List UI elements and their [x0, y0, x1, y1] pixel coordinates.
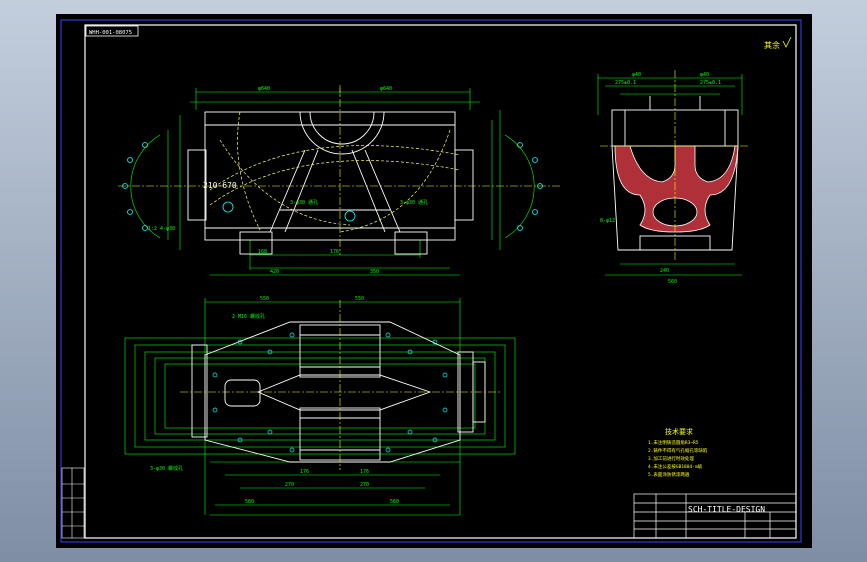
svg-text:550: 550: [355, 296, 364, 302]
svg-text:275±0.1: 275±0.1: [615, 80, 636, 86]
svg-text:φ640: φ640: [380, 86, 392, 92]
svg-text:3-φ30 通孔: 3-φ30 通孔: [400, 199, 428, 206]
corner-note: WHH-001-08075: [89, 30, 132, 36]
svg-text:2-M16 螺纹孔: 2-M16 螺纹孔: [232, 313, 265, 320]
side-section-view: φ40 φ40 275±0.1 275±0.1 240 560 8-φ12: [597, 70, 750, 285]
section-hatch: [614, 145, 739, 233]
dim-210-670: 210-670: [203, 181, 237, 190]
title-block: SCH-TITLE-DESIGN: [633, 493, 797, 539]
tech-line: 2.铸件不得有气孔缩孔等缺陷: [648, 447, 708, 454]
svg-text:275±0.1: 275±0.1: [700, 80, 721, 86]
roughness-symbol: [782, 36, 792, 48]
title-block-text: SCH-TITLE-DESIGN: [688, 505, 765, 514]
svg-text:φ40: φ40: [700, 72, 709, 78]
svg-text:270: 270: [285, 482, 294, 488]
svg-text:1:2 4-φ30: 1:2 4-φ30: [148, 226, 175, 232]
tech-line: 5.表面涂防锈漆两遍: [648, 471, 690, 478]
svg-text:560: 560: [245, 499, 254, 505]
plan-view: 550 550 176 176 270 270 560 560 3-φ30 螺纹孔 2-…: [124, 296, 516, 516]
outer-border: [60, 19, 802, 543]
svg-text:168: 168: [258, 249, 267, 255]
svg-text:176: 176: [360, 469, 369, 475]
svg-text:176: 176: [300, 469, 309, 475]
svg-text:420: 420: [270, 269, 279, 275]
svg-text:270: 270: [360, 482, 369, 488]
svg-text:560: 560: [668, 279, 677, 285]
tech-title: 技术要求: [665, 427, 693, 436]
revision-boxes: [61, 467, 85, 539]
svg-text:240: 240: [660, 268, 669, 274]
tech-line: 3.加工前进行时效处理: [648, 455, 694, 462]
svg-text:8-φ12: 8-φ12: [600, 218, 615, 224]
drawing-sheet: [56, 14, 812, 548]
technical-requirements: 技术要求 1.未注明铸造圆角R3~R5 2.铸件不得有气孔缩孔等缺陷 3.加工前…: [648, 427, 708, 478]
svg-text:3-φ30 螺纹孔: 3-φ30 螺纹孔: [150, 465, 183, 472]
tech-line: 4.未注公差按GB1804-m级: [648, 463, 703, 470]
svg-text:550: 550: [260, 296, 269, 302]
tech-line: 1.未注明铸造圆角R3~R5: [648, 439, 699, 446]
svg-text:560: 560: [390, 499, 399, 505]
svg-text:176: 176: [330, 249, 339, 255]
svg-text:φ40: φ40: [632, 72, 641, 78]
roughness-mark: 其余: [764, 40, 780, 50]
front-view: φ640 φ640 420 350 168 176 1:2 4-φ30 3-φ30 通…: [118, 85, 560, 276]
svg-text:350: 350: [370, 269, 379, 275]
svg-text:φ640: φ640: [258, 86, 270, 92]
inner-border: [84, 24, 797, 539]
corner-note-box: [85, 25, 139, 37]
svg-text:3-φ30 通孔: 3-φ30 通孔: [290, 199, 318, 206]
